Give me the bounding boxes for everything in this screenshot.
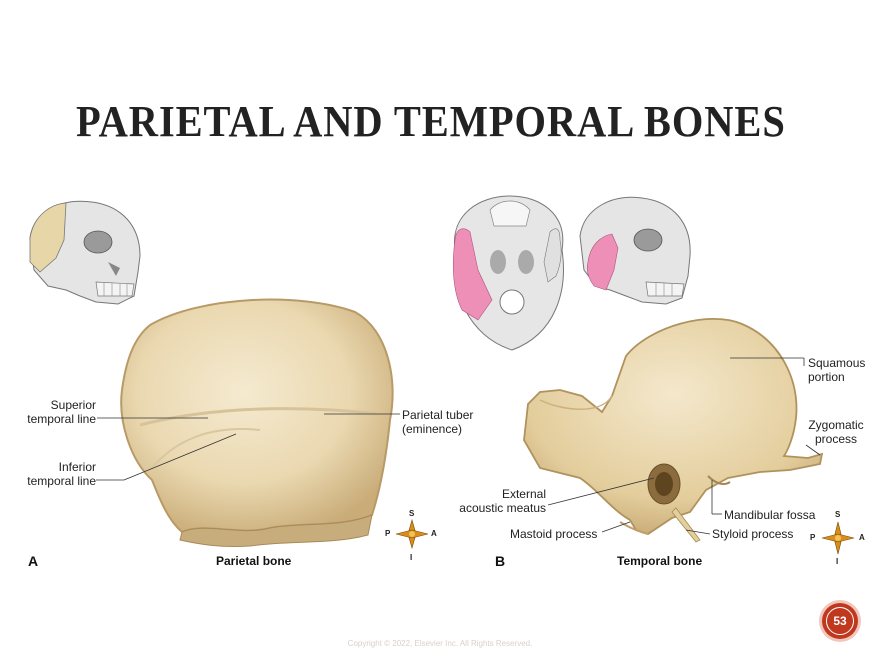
caption-temporal-bone: Temporal bone <box>617 554 703 568</box>
label-parietal-tuber: Parietal tuber (eminence) <box>402 408 474 436</box>
label-superior-temporal-line: Superior temporal line <box>27 398 96 426</box>
orientation-compass-b <box>821 521 855 555</box>
panel-letter-b: B <box>495 553 506 569</box>
temporal-bone-illustration <box>523 317 824 543</box>
label-external-acoustic-meatus: External acoustic meatus <box>459 487 546 515</box>
page-number-badge: 53 <box>822 603 858 639</box>
skull-lateral-temporal-thumbnail <box>579 196 691 305</box>
compass-a-anterior: A <box>431 529 437 538</box>
compass-a-superior: S <box>409 509 415 518</box>
page-number: 53 <box>826 607 854 635</box>
slide-title: PARIETAL AND TEMPORAL BONES <box>76 97 786 146</box>
parietal-bone-illustration <box>120 298 394 548</box>
skull-inferior-temporal-thumbnail <box>452 195 564 351</box>
label-inferior-temporal-line: Inferior temporal line <box>27 460 96 488</box>
compass-b-anterior: A <box>859 533 865 542</box>
panel-letter-a: A <box>28 553 39 569</box>
caption-parietal-bone: Parietal bone <box>216 554 292 568</box>
skull-lateral-parietal-thumbnail <box>29 200 141 305</box>
label-mandibular-fossa: Mandibular fossa <box>724 508 816 522</box>
orientation-compass-a <box>395 518 429 550</box>
compass-a-inferior: I <box>410 553 413 562</box>
label-mastoid-process: Mastoid process <box>510 527 598 541</box>
label-squamous-portion: Squamous portion <box>808 356 866 384</box>
label-styloid-process: Styloid process <box>712 527 794 541</box>
compass-b-inferior: I <box>836 557 839 566</box>
compass-b-superior: S <box>835 510 841 519</box>
copyright-notice: Copyright © 2022, Elsevier Inc. All Righ… <box>347 639 533 648</box>
label-zygomatic-process: Zygomatic process <box>808 418 864 446</box>
compass-a-posterior: P <box>385 529 391 538</box>
compass-b-posterior: P <box>810 533 816 542</box>
